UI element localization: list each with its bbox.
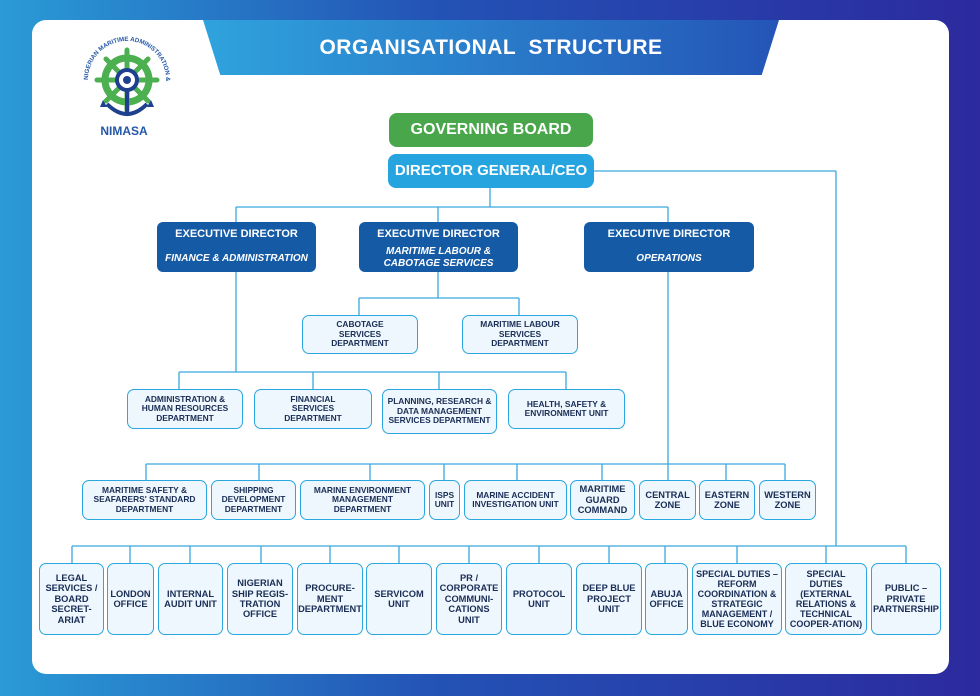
ship-registration-office: NIGERIAN SHIP REGIS-TRATION OFFICE xyxy=(227,563,293,635)
eastern-zone: EASTERN ZONE xyxy=(699,480,755,520)
special-duties-reform-unit: SPECIAL DUTIES – REFORM COORDINATION & S… xyxy=(692,563,782,635)
maritime-labour-dept: MARITIME LABOUR SERVICES DEPARTMENT xyxy=(462,315,578,354)
internal-audit-unit: INTERNAL AUDIT UNIT xyxy=(158,563,223,635)
deep-blue-label: DEEP BLUE PROJECT UNIT xyxy=(582,583,636,615)
logo-label: NIMASA xyxy=(100,124,148,138)
exec-operations-title: EXECUTIVE DIRECTOR xyxy=(607,228,731,240)
director-general-label: DIRECTOR GENERAL/CEO xyxy=(394,161,588,179)
exec-operations-box: EXECUTIVE DIRECTOR OPERATIONS xyxy=(584,222,754,272)
maritime-labour-label: MARITIME LABOUR SERVICES DEPARTMENT xyxy=(480,319,560,349)
london-office: LONDON OFFICE xyxy=(107,563,154,635)
protocol-label: PROTOCOL UNIT xyxy=(512,588,566,609)
internal-audit-label: INTERNAL AUDIT UNIT xyxy=(164,588,217,609)
financial-services-dept: FINANCIAL SERVICES DEPARTMENT xyxy=(254,389,372,429)
exec-finance-box: EXECUTIVE DIRECTOR FINANCE & ADMINISTRAT… xyxy=(157,222,316,272)
corporate-communications-unit: PR / CORPORATE COMMUNI-CATIONS UNIT xyxy=(436,563,502,635)
planning-research-label: PLANNING, RESEARCH & DATA MANAGEMENT SER… xyxy=(387,396,492,426)
eastern-zone-label: EASTERN ZONE xyxy=(704,489,750,510)
procurement-label: PROCURE-MENT DEPARTMENT xyxy=(298,583,362,615)
health-safety-label: HEALTH, SAFETY & ENVIRONMENT UNIT xyxy=(524,398,609,418)
central-zone-label: CENTRAL ZONE xyxy=(645,489,690,510)
cabotage-services-label: CABOTAGE SERVICES DEPARTMENT xyxy=(331,319,389,349)
procurement-dept: PROCURE-MENT DEPARTMENT xyxy=(297,563,363,635)
legal-services-unit: LEGAL SERVICES / BOARD SECRET-ARIAT xyxy=(39,563,104,635)
abuja-office: ABUJA OFFICE xyxy=(645,563,688,635)
western-zone: WESTERN ZONE xyxy=(759,480,816,520)
marine-environment-dept: MARINE ENVIRONMENT MANAGEMENT DEPARTMENT xyxy=(300,480,425,520)
planning-research-dept: PLANNING, RESEARCH & DATA MANAGEMENT SER… xyxy=(382,389,497,434)
admin-hr-label: ADMINISTRATION & HUMAN RESOURCES DEPARTM… xyxy=(141,393,229,423)
maritime-guard-command: MARITIME GUARD COMMAND xyxy=(570,480,635,520)
director-general-box: DIRECTOR GENERAL/CEO xyxy=(388,154,594,188)
deep-blue-project-unit: DEEP BLUE PROJECT UNIT xyxy=(576,563,642,635)
corporate-communications-label: PR / CORPORATE COMMUNI-CATIONS UNIT xyxy=(439,572,499,625)
isps-unit: ISPS UNIT xyxy=(429,480,460,520)
western-zone-label: WESTERN ZONE xyxy=(764,489,811,510)
isps-unit-label: ISPS UNIT xyxy=(434,489,455,509)
protocol-unit: PROTOCOL UNIT xyxy=(506,563,572,635)
public-private-label: PUBLIC – PRIVATE PARTNERSHIP xyxy=(873,583,939,615)
maritime-safety-label: MARITIME SAFETY & SEAFARERS' STANDARD DE… xyxy=(93,484,196,514)
servicom-unit: SERVICOM UNIT xyxy=(366,563,432,635)
admin-hr-dept: ADMINISTRATION & HUMAN RESOURCES DEPARTM… xyxy=(127,389,243,429)
marine-environment-label: MARINE ENVIRONMENT MANAGEMENT DEPARTMENT xyxy=(313,484,412,514)
special-duties-external-unit: SPECIAL DUTIES (EXTERNAL RELATIONS & TEC… xyxy=(785,563,867,635)
exec-operations-subtitle: OPERATIONS xyxy=(636,253,702,265)
exec-labour-box: EXECUTIVE DIRECTOR MARITIME LABOUR & CAB… xyxy=(359,222,518,272)
financial-services-label: FINANCIAL SERVICES DEPARTMENT xyxy=(284,393,342,423)
exec-labour-subtitle: MARITIME LABOUR & CABOTAGE SERVICES xyxy=(383,246,494,269)
shipping-development-label: SHIPPING DEVELOPMENT DEPARTMENT xyxy=(221,484,286,514)
page-title: ORGANISATIONAL STRUCTURE xyxy=(319,35,663,59)
nimasa-logo-icon: NIGERIAN MARITIME ADMINISTRATION & SAFET… xyxy=(72,24,171,116)
abuja-office-label: ABUJA OFFICE xyxy=(649,588,684,609)
marine-accident-label: MARINE ACCIDENT INVESTIGATION UNIT xyxy=(472,489,559,509)
maritime-safety-dept: MARITIME SAFETY & SEAFARERS' STANDARD DE… xyxy=(82,480,207,520)
public-private-partnership: PUBLIC – PRIVATE PARTNERSHIP xyxy=(871,563,941,635)
special-duties-external-label: SPECIAL DUTIES (EXTERNAL RELATIONS & TEC… xyxy=(789,568,863,630)
special-duties-reform-label: SPECIAL DUTIES – REFORM COORDINATION & S… xyxy=(696,568,778,630)
health-safety-unit: HEALTH, SAFETY & ENVIRONMENT UNIT xyxy=(508,389,625,429)
london-office-label: LONDON OFFICE xyxy=(110,588,151,609)
exec-finance-subtitle: FINANCE & ADMINISTRATION xyxy=(165,253,308,265)
servicom-label: SERVICOM UNIT xyxy=(374,588,424,609)
cabotage-services-dept: CABOTAGE SERVICES DEPARTMENT xyxy=(302,315,418,354)
ship-registration-label: NIGERIAN SHIP REGIS-TRATION OFFICE xyxy=(231,578,289,620)
shipping-development-dept: SHIPPING DEVELOPMENT DEPARTMENT xyxy=(211,480,296,520)
exec-finance-title: EXECUTIVE DIRECTOR xyxy=(175,228,298,240)
exec-labour-title: EXECUTIVE DIRECTOR xyxy=(377,228,500,240)
governing-board-label: GOVERNING BOARD xyxy=(410,121,572,139)
legal-services-label: LEGAL SERVICES / BOARD SECRET-ARIAT xyxy=(45,572,98,625)
marine-accident-unit: MARINE ACCIDENT INVESTIGATION UNIT xyxy=(464,480,567,520)
central-zone: CENTRAL ZONE xyxy=(639,480,696,520)
title-banner: ORGANISATIONAL STRUCTURE xyxy=(203,20,779,75)
maritime-guard-label: MARITIME GUARD COMMAND xyxy=(577,484,628,516)
governing-board-box: GOVERNING BOARD xyxy=(389,113,593,147)
